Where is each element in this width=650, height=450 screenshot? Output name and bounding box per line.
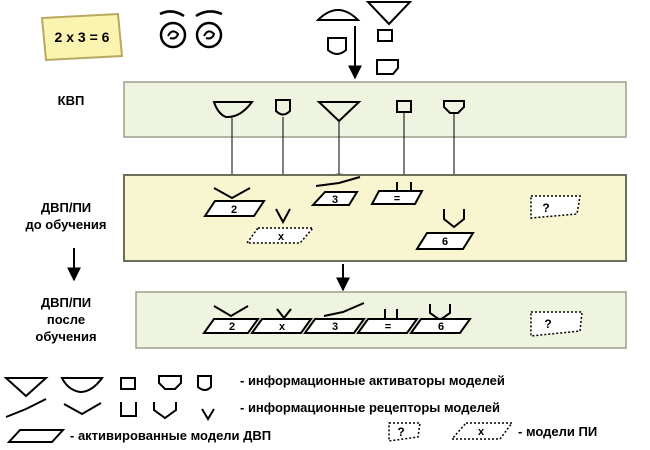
legend-pi-x-label: x — [478, 426, 485, 438]
model-six-label: 6 — [442, 236, 448, 248]
model-two-label: 2 — [231, 204, 237, 216]
dvp-after-label-line2: после — [46, 312, 86, 327]
dvp-before-panel — [123, 174, 627, 262]
kvp-level-label: КВП — [36, 92, 106, 109]
dvp-after-chain: 2 x 3 = 6 ? — [202, 302, 583, 337]
chain-x-label: x — [279, 321, 286, 333]
legend-pi-models-text: - модели ПИ — [518, 424, 598, 439]
dvp-before-level-label: ДВП/ПИ до обучения — [4, 199, 128, 233]
model-x-label: x — [278, 231, 285, 243]
kvp-label-text: КВП — [57, 93, 85, 108]
dvp-before-label-line2: до обучения — [25, 217, 107, 232]
equation-text: 2 x 3 = 6 — [55, 29, 110, 45]
legend-activated-text: - активированные модели ДВП — [70, 428, 272, 443]
dvp-after-label-line3: обучения — [35, 329, 97, 344]
model-unknown-label: ? — [542, 201, 549, 215]
dvp-after-level-label: ДВП/ПИ после обучения — [14, 294, 118, 345]
legend-receptor-shapes — [5, 398, 215, 421]
eyes-icon — [159, 10, 223, 49]
legend-activators-text: - информационные активаторы моделей — [240, 373, 505, 388]
model-three-label: 3 — [332, 194, 338, 206]
dvp-before-models: 2 x 3 = 6 ? — [203, 176, 581, 250]
chain-three-label: 3 — [332, 321, 338, 333]
dvp-before-label-line1: ДВП/ПИ — [40, 200, 92, 215]
legend-activator-shapes — [3, 375, 212, 398]
dvp-after-label-line1: ДВП/ПИ — [40, 295, 92, 310]
equation-card: 2 x 3 = 6 — [40, 12, 124, 62]
kvp-panel — [123, 81, 627, 138]
kvp-activators — [212, 99, 465, 123]
top-input-shapes — [315, 1, 413, 75]
legend-receptors-text: - информационные рецепторы моделей — [240, 400, 500, 415]
chain-equals-label: = — [385, 321, 391, 333]
legend-pi-shapes: ? x — [388, 422, 514, 442]
chain-six-label: 6 — [438, 321, 444, 333]
legend-activated-shape — [6, 429, 66, 443]
legend-pi-unknown-label: ? — [397, 425, 404, 439]
chain-unknown-label: ? — [544, 317, 551, 331]
chain-two-label: 2 — [229, 321, 235, 333]
model-equals-label: = — [394, 193, 400, 205]
